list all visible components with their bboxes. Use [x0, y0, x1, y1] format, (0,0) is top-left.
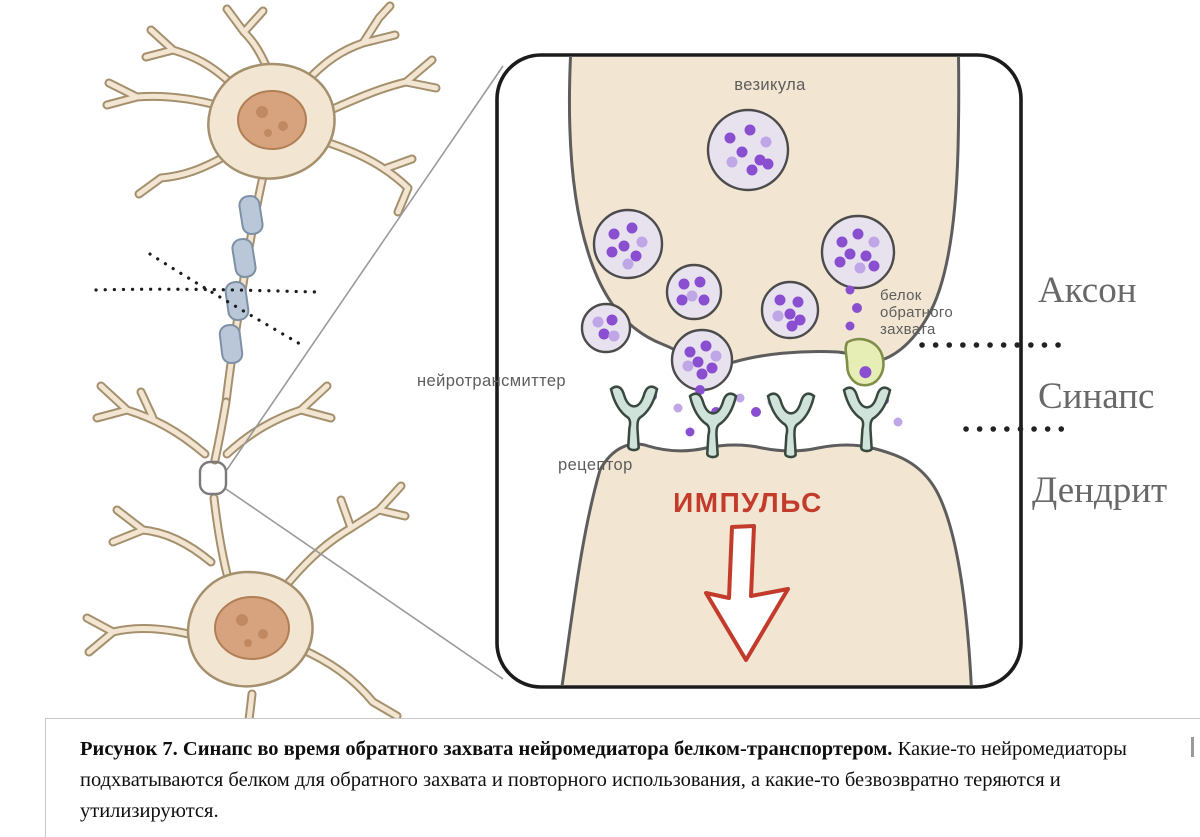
lower-neuron-nucleus — [214, 596, 290, 660]
figure-illustration: везикула нейротрансмиттер белок обратног… — [82, 1, 1167, 835]
axon-label: Аксон — [1038, 270, 1137, 311]
vesicle — [820, 214, 896, 290]
neurotransmitter-label: нейротрансмиттер — [417, 372, 566, 390]
caption-title: Рисунок 7. Синапс во время обратного зах… — [80, 738, 893, 760]
dotted-cross-lines — [94, 252, 320, 346]
callout-line-top — [225, 65, 504, 472]
vesicle-label: везикула — [734, 76, 806, 94]
figure-canvas: везикула нейротрансмиттер белок обратног… — [82, 1, 1167, 835]
upper-neuron — [102, 1, 441, 407]
vesicle — [580, 302, 632, 354]
impulse-arrow — [704, 524, 790, 662]
reuptake-protein — [844, 337, 885, 387]
dendrite-body — [558, 442, 974, 685]
impulse-label: ИМПУЛЬС — [673, 487, 823, 518]
reuptake-protein-label-line3: захвата — [880, 321, 936, 338]
reuptake-protein-label-line2: обратного — [880, 304, 953, 321]
caption-text: Рисунок 7. Синапс во время обратного зах… — [80, 734, 1130, 827]
vesicle-docked — [670, 328, 734, 392]
vesicle — [760, 280, 820, 340]
vesicle — [706, 108, 790, 192]
callout-line-bottom — [225, 488, 504, 680]
page-edge-mark — [1191, 737, 1194, 757]
upper-neuron-nucleus — [237, 90, 307, 150]
reuptake-protein-label-line1: белок — [880, 287, 922, 304]
dendrite-label: Дендрит — [1032, 470, 1167, 511]
synapse-label: Синапс — [1038, 376, 1154, 417]
vesicle — [665, 263, 723, 321]
vesicle — [592, 208, 664, 280]
receptor-label: рецептор — [558, 456, 633, 474]
zoom-region-marker — [198, 460, 228, 496]
vesicles — [580, 108, 896, 392]
caption-body: Какие-то нейромедиаторы подхватываются б… — [80, 738, 1127, 823]
figure-caption: Рисунок 7. Синапс во время обратного зах… — [45, 718, 1200, 837]
lower-neuron — [82, 381, 410, 835]
